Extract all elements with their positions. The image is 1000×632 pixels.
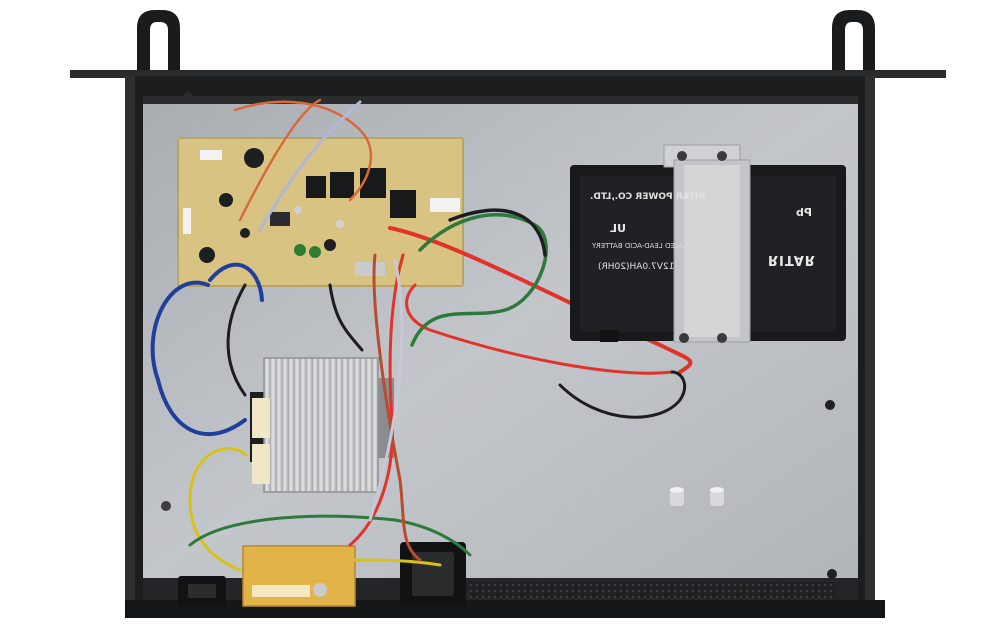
transistor xyxy=(355,262,385,276)
battery-type: SEALED LEAD-ACID BATTERY xyxy=(592,242,693,250)
wiring xyxy=(150,98,693,572)
output-socket xyxy=(400,542,466,606)
capacitor xyxy=(324,239,336,251)
capacitor xyxy=(294,244,306,256)
standoff xyxy=(710,487,724,506)
battery-pb-mark: Pb xyxy=(796,206,812,219)
transformer xyxy=(250,357,394,493)
control-board xyxy=(177,137,464,287)
connector xyxy=(430,198,460,212)
battery-brand: RITAR xyxy=(768,252,816,267)
capacitor xyxy=(309,246,321,258)
battery-model: 12V7.0AH(20HR) xyxy=(598,262,675,272)
output-board xyxy=(242,545,356,607)
battery-bracket xyxy=(663,144,751,343)
transistor xyxy=(270,212,290,226)
capacitor xyxy=(219,193,233,207)
iec-inlet xyxy=(178,576,226,606)
screw xyxy=(827,569,837,579)
rack-handle-left xyxy=(137,10,180,70)
screw xyxy=(184,92,192,100)
relay xyxy=(330,172,354,198)
battery-ul-mark: UL xyxy=(610,222,626,235)
standoff xyxy=(670,487,684,506)
rack-handle-right xyxy=(832,10,875,70)
capacitor xyxy=(240,228,250,238)
relay xyxy=(306,176,326,198)
screw xyxy=(825,400,835,410)
screw xyxy=(161,501,171,511)
relay xyxy=(390,190,416,218)
battery-manufacturer: RITAR POWER CO.,LTD. xyxy=(590,192,706,202)
vent-grille xyxy=(470,582,835,598)
capacitor xyxy=(199,247,215,263)
capacitor xyxy=(244,148,264,168)
connector xyxy=(200,150,222,160)
